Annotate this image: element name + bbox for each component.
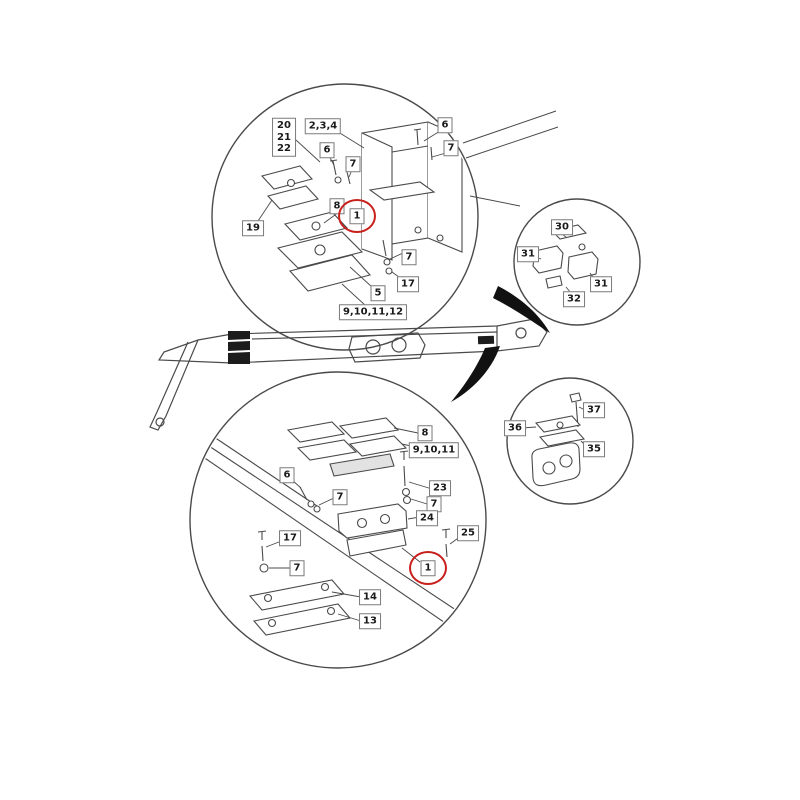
part-label-13: 13	[359, 613, 381, 629]
detail-circle-upper	[211, 83, 479, 351]
part-label-20-21-22: 20 21 22	[272, 117, 296, 157]
part-label-32: 32	[563, 291, 585, 307]
part-label-8-upper: 8	[329, 198, 345, 214]
part-label-17-lower: 17	[279, 530, 301, 546]
part-label-7-lower-c: 7	[289, 560, 305, 576]
part-label-22: 22	[277, 142, 291, 154]
upper-detail-parts	[260, 121, 463, 292]
part-label-6-lower: 6	[279, 467, 295, 483]
part-label-14: 14	[359, 589, 381, 605]
pointer-arrow-upper	[493, 286, 550, 333]
part-label-19: 19	[242, 220, 264, 236]
part-label-7-upper-left: 7	[345, 156, 361, 172]
boom-dark-mark	[477, 335, 495, 345]
part-label-1-upper: 1	[349, 208, 365, 224]
part-label-20: 20	[277, 119, 291, 131]
block-detail-parts	[531, 392, 586, 487]
part-label-6-upper-right: 6	[437, 117, 453, 133]
detail-circle-lower	[189, 371, 487, 669]
part-label-5: 5	[370, 285, 386, 301]
pointer-arrow-lower	[451, 346, 500, 402]
part-label-9-10-11-12: 9,10,11,12	[338, 304, 408, 320]
part-label-8-lower: 8	[417, 425, 433, 441]
part-label-36: 36	[504, 420, 526, 436]
part-label-25: 25	[457, 525, 479, 541]
part-label-37: 37	[583, 402, 605, 418]
detail-circle-right-top	[513, 198, 641, 326]
part-label-7-mid: 7	[401, 249, 417, 265]
part-label-24: 24	[416, 510, 438, 526]
part-label-17-upper: 17	[397, 276, 419, 292]
part-label-2-3-4: 2,3,4	[304, 118, 342, 134]
part-label-30: 30	[551, 219, 573, 235]
boom-hatch-gaps	[227, 339, 251, 353]
boom-beam	[149, 318, 548, 431]
part-label-21: 21	[277, 131, 291, 143]
part-label-23: 23	[429, 480, 451, 496]
boom-hatch-block	[228, 331, 250, 364]
detail-circle-right-bottom	[506, 377, 634, 505]
part-label-9-10-11: 9,10,11	[408, 442, 460, 458]
part-label-35: 35	[583, 441, 605, 457]
lower-detail-parts	[195, 417, 481, 641]
part-label-31-right: 31	[590, 276, 612, 292]
part-label-6-upper-left: 6	[319, 142, 335, 158]
part-label-7-lower-a: 7	[332, 489, 348, 505]
part-label-31-left: 31	[517, 246, 539, 262]
part-label-1-lower: 1	[420, 560, 436, 576]
machine-outline-lines	[462, 110, 559, 207]
part-label-7-upper-right: 7	[443, 140, 459, 156]
